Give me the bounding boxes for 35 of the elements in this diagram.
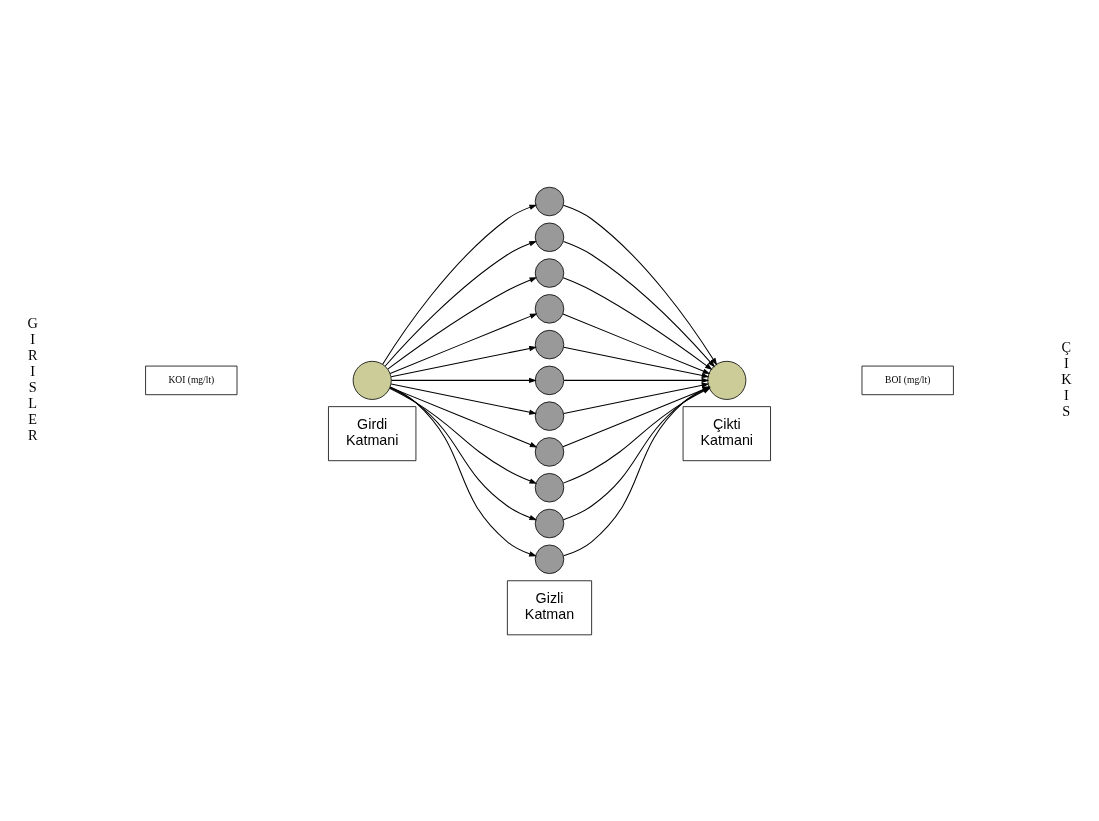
arrow	[563, 346, 710, 378]
node-box: Çikti Katmani	[682, 405, 771, 461]
node-circle	[534, 472, 565, 502]
arrow	[390, 345, 537, 377]
node-circle	[352, 360, 392, 400]
arrow	[387, 276, 538, 370]
arrow	[562, 312, 711, 374]
node-circle	[534, 222, 565, 252]
node-box: BOI (mg/lt)	[861, 365, 954, 395]
arrow	[389, 386, 538, 520]
node-circle	[534, 186, 565, 216]
node-circle	[534, 365, 565, 395]
label: GIRISLER	[27, 314, 38, 443]
node-circle	[534, 544, 565, 574]
node-circle	[534, 329, 565, 359]
node-box: Girdi Katmani	[328, 405, 417, 461]
node-circle	[534, 436, 565, 467]
arrow	[563, 377, 710, 383]
label: ÇIKIS	[1061, 338, 1072, 419]
arrow	[389, 387, 538, 484]
arrow	[390, 377, 537, 383]
node-circle	[534, 257, 565, 288]
node-box: Gizli Katman	[506, 579, 593, 635]
node-circle	[534, 508, 565, 538]
node-circle	[534, 293, 565, 324]
node-box: KOI (mg/lt)	[145, 365, 238, 395]
arrow	[563, 240, 715, 367]
node-circle	[534, 400, 565, 431]
arrow	[562, 276, 713, 370]
arrow	[389, 312, 538, 374]
arrow	[390, 383, 537, 415]
arrow	[562, 204, 718, 366]
arrow	[389, 385, 537, 556]
arrow	[382, 204, 538, 365]
arrow	[384, 240, 537, 367]
